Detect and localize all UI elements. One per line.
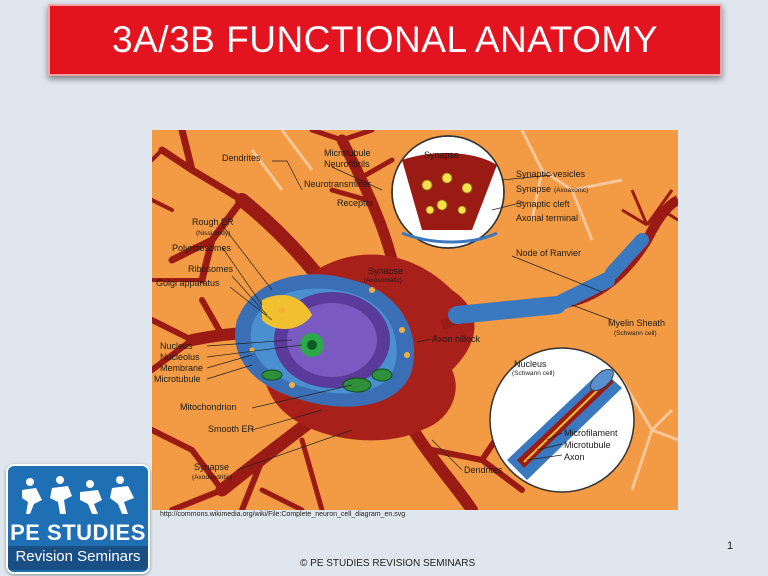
athlete-figures-icon xyxy=(16,470,140,522)
label-axon: Axon xyxy=(564,452,585,462)
label-neurofibrils: Neurofibrils xyxy=(324,159,370,169)
label-membrane: Membrane xyxy=(160,363,203,373)
slide-title: 3A/3B FUNCTIONAL ANATOMY xyxy=(112,19,658,61)
label-synapse-axosomatic-sub: (Axosomatic) xyxy=(364,277,402,284)
label-smooth-er: Smooth ER xyxy=(208,424,255,434)
label-golgi-apparatus: Golgi apparatus xyxy=(156,278,220,288)
label-receptor: Receptor xyxy=(337,198,374,208)
label-synaptic-cleft: Synaptic cleft xyxy=(516,199,570,209)
label-mitochondrion: Mitochondrion xyxy=(180,402,237,412)
label-node-of-ranvier: Node of Ranvier xyxy=(516,248,581,258)
label-axonal-terminal: Axonal terminal xyxy=(516,213,578,223)
label-microtubule-right: Microtubule xyxy=(564,440,611,450)
page-number: 1 xyxy=(727,540,733,552)
label-schwann-cell: (Schwann cell) xyxy=(614,330,657,337)
source-url: http://commons.wikimedia.org/wiki/File:C… xyxy=(160,511,405,518)
label-neurotransmitter: Neurotransmitter xyxy=(304,179,371,189)
label-dendrites-top: Dendrites xyxy=(222,153,261,163)
label-synapse-top: Synapse xyxy=(424,150,459,160)
logo-subtitle: Revision Seminars xyxy=(8,546,148,570)
label-rough-er: Rough ER xyxy=(192,217,234,227)
label-nucleus: Nucleus xyxy=(160,341,193,351)
title-banner: 3A/3B FUNCTIONAL ANATOMY xyxy=(48,4,722,76)
label-nucleus-schwann-sub: (Schwann cell) xyxy=(512,370,555,377)
neuron-diagram: Dendrites Microtubule Neurofibrils Neuro… xyxy=(152,130,678,510)
label-myelin-sheath: Myelin Sheath xyxy=(608,318,665,328)
label-microtubule-left: Microtubule xyxy=(154,374,201,384)
label-microtubule: Microtubule xyxy=(324,148,371,158)
label-nissl-body: (Nissl body) xyxy=(196,230,230,237)
footer-copyright: © PE STUDIES REVISION SEMINARS xyxy=(300,558,475,569)
label-synaptic-vesicles: Synaptic vesicles xyxy=(516,169,586,179)
label-dendrites-bottom: Dendrites xyxy=(464,465,503,475)
label-synapse-axoaxonic: Synapse xyxy=(516,184,551,194)
label-polyribosomes: Polyribosomes xyxy=(172,243,232,253)
label-synapse-axosomatic: Synapse xyxy=(368,266,403,276)
logo-title: PE STUDIES xyxy=(8,520,148,546)
nucleolus-core xyxy=(307,340,317,350)
label-synapse-axodendritic-sub: (Axodendritic) xyxy=(192,474,232,481)
pe-studies-logo: PE STUDIES Revision Seminars xyxy=(6,464,150,574)
label-nucleolus: Nucleolus xyxy=(160,352,200,362)
label-axon-hillock: Axon hillock xyxy=(432,334,481,344)
label-synapse-axoaxonic-sub: (Axoaxonic) xyxy=(554,187,588,194)
label-synapse-axodendritic: Synapse xyxy=(194,462,229,472)
label-ribosomes: Ribosomes xyxy=(188,264,234,274)
neuron-diagram-svg: Dendrites Microtubule Neurofibrils Neuro… xyxy=(152,130,678,510)
label-nucleus-schwann: Nucleus xyxy=(514,359,547,369)
label-microfilament: Microfilament xyxy=(564,428,618,438)
